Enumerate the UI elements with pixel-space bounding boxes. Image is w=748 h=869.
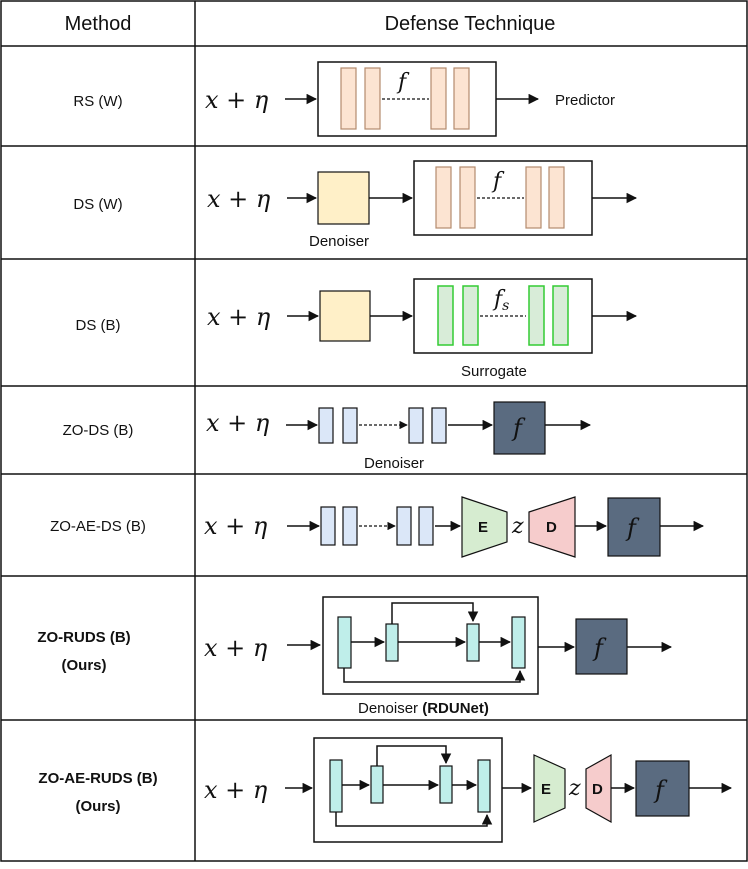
method-column-header: Method bbox=[65, 13, 132, 35]
row-zo-ae-ds-b-diagram: x + η E z D f bbox=[204, 496, 705, 558]
decoder-label: D bbox=[592, 781, 603, 798]
denoiser-layer-block bbox=[408, 407, 424, 444]
denoiser-label: Denoiser bbox=[309, 233, 369, 250]
layer-block bbox=[453, 67, 470, 130]
row-ds-b-diagram: x + η fs Surrogate bbox=[207, 278, 638, 380]
input-x-plus-eta: x + η bbox=[207, 303, 271, 331]
encoder-label: E bbox=[478, 519, 488, 536]
latent-z-label: z bbox=[511, 514, 524, 539]
input-x-plus-eta: x + η bbox=[206, 409, 270, 437]
rdunet-layer-block bbox=[385, 623, 399, 662]
method-zo-ae-ruds-b: ZO-AE-RUDS (B) bbox=[38, 770, 157, 787]
row-zo-ae-ruds-b-diagram: x + η E z D f bbox=[204, 737, 733, 843]
black-box-model bbox=[575, 618, 628, 675]
denoiser-layer-block bbox=[342, 506, 358, 546]
method-ds-b: DS (B) bbox=[76, 317, 121, 334]
encoder-block bbox=[461, 496, 508, 558]
method-zo-ae-ds-b: ZO-AE-DS (B) bbox=[50, 518, 146, 535]
surrogate-layer-block bbox=[528, 285, 545, 346]
denoiser-layer-block bbox=[320, 506, 336, 546]
surrogate-layer-block bbox=[552, 285, 569, 346]
black-box-model bbox=[493, 401, 546, 455]
input-x-plus-eta: x + η bbox=[204, 776, 268, 804]
layer-block bbox=[340, 67, 357, 130]
row-ds-w-diagram: x + η Denoiser f bbox=[207, 160, 638, 250]
black-box-model bbox=[607, 497, 661, 557]
method-ds-w: DS (W) bbox=[73, 196, 122, 213]
denoiser-box bbox=[317, 171, 370, 225]
input-x-plus-eta: x + η bbox=[204, 512, 268, 540]
layer-block bbox=[435, 166, 452, 229]
predictor-label: Predictor bbox=[555, 92, 615, 109]
decoder-block bbox=[585, 753, 612, 824]
denoiser-layer-block bbox=[418, 506, 434, 546]
rdunet-layer-block bbox=[439, 765, 453, 804]
denoiser-layer-block bbox=[342, 407, 358, 444]
input-x-plus-eta: x + η bbox=[205, 86, 269, 114]
denoiser-box bbox=[319, 290, 371, 342]
encoder-label: E bbox=[541, 781, 551, 798]
method-rs-w: RS (W) bbox=[73, 93, 122, 110]
method-zo-ae-ruds-ours: (Ours) bbox=[76, 798, 121, 815]
rdunet-box bbox=[322, 596, 539, 695]
rdunet-layer-block bbox=[477, 759, 491, 813]
denoiser-rdunet-label: Denoiser (RDUNet) bbox=[358, 700, 489, 717]
input-x-plus-eta: x + η bbox=[204, 634, 268, 662]
denoiser-label: Denoiser bbox=[364, 455, 424, 472]
method-zo-ruds-ours: (Ours) bbox=[62, 657, 107, 674]
method-zo-ruds-b: ZO-RUDS (B) bbox=[37, 629, 130, 646]
row-zo-ds-b-diagram: x + η f Denoiser bbox=[206, 401, 592, 472]
rdunet-layer-block bbox=[329, 759, 343, 813]
layer-block bbox=[525, 166, 542, 229]
denoiser-layer-block bbox=[431, 407, 447, 444]
layer-block bbox=[430, 67, 447, 130]
denoiser-layer-block bbox=[396, 506, 412, 546]
row-rs-w-diagram: x + η f Predictor bbox=[205, 61, 615, 137]
layer-block bbox=[364, 67, 381, 130]
surrogate-label: Surrogate bbox=[461, 363, 527, 380]
layer-block bbox=[459, 166, 476, 229]
surrogate-layer-block bbox=[462, 285, 479, 346]
method-zo-ds-b: ZO-DS (B) bbox=[63, 422, 134, 439]
decoder-block bbox=[528, 496, 576, 558]
defense-column-header: Defense Technique bbox=[385, 13, 556, 35]
decoder-label: D bbox=[546, 519, 557, 536]
layer-block bbox=[548, 166, 565, 229]
encoder-block bbox=[533, 754, 566, 823]
rdunet-layer-block bbox=[337, 616, 352, 669]
surrogate-layer-block bbox=[437, 285, 454, 346]
latent-z-label: z bbox=[568, 776, 581, 801]
rdunet-layer-block bbox=[511, 616, 526, 669]
black-box-model bbox=[635, 760, 690, 817]
input-x-plus-eta: x + η bbox=[207, 185, 271, 213]
denoiser-layer-block bbox=[318, 407, 334, 444]
row-zo-ruds-b-diagram: x + η f Denoiser (RDUNet) bbox=[204, 596, 673, 717]
rdunet-layer-block bbox=[466, 623, 480, 662]
rdunet-layer-block bbox=[370, 765, 384, 804]
